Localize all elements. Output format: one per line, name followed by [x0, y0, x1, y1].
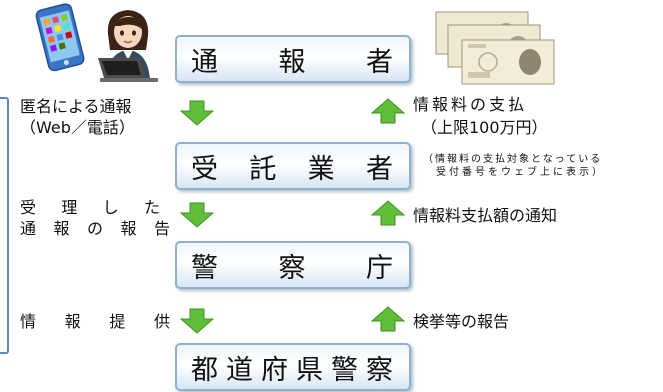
up-arrow-2-icon: [371, 200, 405, 226]
max-amount-label: （上限100万円）: [421, 118, 548, 137]
contractor-char-1: 受: [191, 153, 218, 185]
npa-char-3: 庁: [366, 252, 393, 284]
info-fee-payment-label: 情報料の支払: [413, 95, 528, 114]
payment-note-line1: （情報料の支払対象となっている: [423, 154, 603, 165]
prefectural-char-6: 察: [366, 354, 393, 386]
anonymous-report-label: 匿名による通報: [20, 97, 132, 116]
received-char-8: 報: [120, 219, 137, 238]
received-char-7: の: [86, 219, 103, 238]
provision-char-1: 情: [20, 312, 37, 331]
left-bracket: [0, 97, 9, 354]
received-char-4: た: [143, 198, 160, 217]
prefectural-char-5: 警: [331, 354, 358, 386]
received-char-2: 理: [61, 198, 78, 217]
contractor-char-3: 業: [307, 153, 335, 185]
received-char-6: 報: [53, 219, 70, 238]
up-arrow-3-icon: [371, 306, 405, 332]
banknotes-icon: [435, 11, 555, 85]
provision-char-2: 報: [64, 312, 81, 331]
contractor-char-2: 託: [249, 153, 277, 185]
reporter-char-3: 者: [366, 46, 393, 78]
web-phone-label: （Web／電話）: [20, 118, 135, 137]
npa-box: 警 察 庁: [175, 241, 411, 289]
down-arrow-3-icon: [180, 308, 214, 334]
contractor-box: 受 託 業 者: [175, 142, 411, 190]
arrest-report-label: 検挙等の報告: [413, 312, 510, 331]
npa-char-2: 察: [278, 252, 306, 284]
prefectural-char-1: 都: [191, 354, 218, 386]
down-arrow-1-icon: [180, 100, 214, 126]
prefectural-char-4: 県: [296, 354, 323, 386]
smartphone-icon: [35, 3, 85, 72]
reporter-box: 通 報 者: [175, 35, 411, 83]
contractor-char-4: 者: [365, 153, 393, 185]
prefectural-char-2: 道: [226, 354, 253, 386]
prefectural-police-box: 都 道 府 県 警 察: [175, 343, 411, 391]
info-provision-label: 情 報 提 供: [20, 312, 170, 331]
up-arrow-1-icon: [371, 98, 405, 124]
payment-note-line2: 受付番号をウェブ上に表示）: [436, 167, 605, 178]
npa-char-1: 警: [191, 252, 218, 284]
received-char-1: 受: [20, 198, 37, 217]
received-char-3: し: [102, 198, 119, 217]
received-char-5: 通: [20, 219, 37, 238]
down-arrow-2-icon: [180, 202, 214, 228]
reporter-char-2: 報: [278, 46, 306, 78]
reporter-char-1: 通: [191, 46, 218, 78]
payment-notice-label: 情報料支払額の通知: [413, 206, 558, 225]
received-report-line1: 受 理 し た: [20, 198, 160, 217]
received-report-line2: 通 報 の 報 告: [20, 219, 170, 238]
woman-at-laptop-icon: [98, 10, 158, 82]
provision-char-4: 供: [153, 312, 170, 331]
provision-char-3: 提: [109, 312, 126, 331]
received-char-9: 告: [153, 219, 170, 238]
prefectural-char-3: 府: [261, 354, 288, 386]
